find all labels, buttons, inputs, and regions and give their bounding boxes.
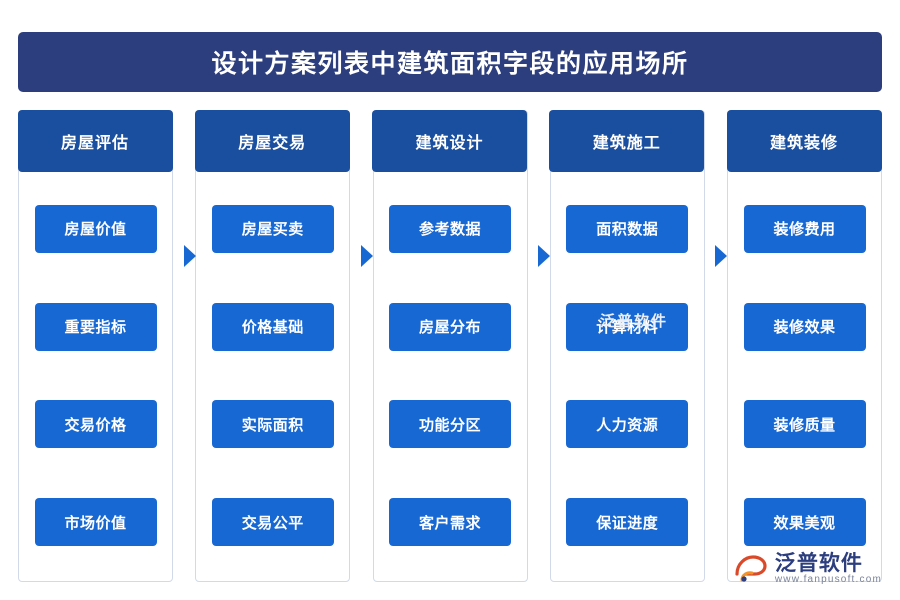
column-4-items: 面积数据 计算材料 人力资源 保证进度	[551, 172, 704, 581]
column-2-header-label: 房屋交易	[238, 135, 307, 152]
columns-container: 房屋评估 房屋价值 重要指标 交易价格 市场价值 房屋交易 房屋买卖 价格基础 …	[17, 110, 882, 582]
item-label: 交易公平	[241, 514, 304, 532]
column-5-header-label: 建筑装修	[769, 135, 838, 152]
item-label: 价格基础	[241, 319, 304, 337]
item-box: 计算材料	[566, 302, 689, 351]
arrow-right-icon	[538, 245, 550, 267]
item-box: 重要指标	[34, 302, 157, 351]
logo-name-en: www.fanpusoft.com	[774, 573, 882, 585]
item-label: 参考数据	[418, 221, 481, 239]
column-1-header-label: 房屋评估	[60, 135, 129, 152]
column-5-items: 装修费用 装修效果 装修质量 效果美观	[728, 172, 881, 581]
column-1: 房屋评估 房屋价值 重要指标 交易价格 市场价值	[17, 110, 173, 582]
arrow-right-icon	[715, 245, 727, 267]
brand-logo: 泛普软件 www.fanpusoft.com	[734, 552, 882, 586]
item-label: 装修质量	[773, 416, 836, 434]
item-box: 功能分区	[389, 400, 511, 449]
item-box: 市场价值	[34, 498, 157, 547]
column-2-header: 房屋交易	[194, 110, 350, 172]
logo-mark-icon	[734, 552, 768, 586]
item-label: 重要指标	[64, 319, 127, 337]
column-4-header-label: 建筑施工	[592, 135, 661, 152]
column-1-items: 房屋价值 重要指标 交易价格 市场价值	[19, 172, 172, 581]
item-label: 实际面积	[241, 416, 304, 434]
logo-name-cn: 泛普软件	[774, 551, 863, 575]
item-label: 人力资源	[596, 416, 659, 434]
item-box: 房屋分布	[389, 302, 511, 351]
column-3-items: 参考数据 房屋分布 功能分区 客户需求	[374, 172, 527, 581]
item-label: 房屋买卖	[241, 221, 304, 239]
item-box: 装修费用	[743, 204, 866, 253]
item-box: 交易价格	[34, 400, 157, 449]
item-label: 客户需求	[418, 514, 481, 532]
column-5: 建筑装修 装修费用 装修效果 装修质量 效果美观	[726, 110, 882, 582]
column-2: 房屋交易 房屋买卖 价格基础 实际面积 交易公平	[194, 110, 351, 582]
arrow-right-icon	[184, 245, 196, 267]
item-box: 装修质量	[743, 400, 866, 449]
item-label: 市场价值	[64, 514, 127, 532]
column-1-header: 房屋评估	[17, 110, 173, 172]
column-2-items: 房屋买卖 价格基础 实际面积 交易公平	[196, 172, 349, 581]
item-box: 房屋买卖	[211, 204, 334, 253]
item-label: 房屋价值	[64, 221, 127, 239]
column-4: 建筑施工 面积数据 计算材料 人力资源 保证进度	[549, 110, 705, 582]
item-box: 房屋价值	[34, 204, 157, 253]
column-3-header-label: 建筑设计	[415, 135, 484, 152]
logo-text: 泛普软件 www.fanpusoft.com	[774, 551, 882, 586]
column-3: 建筑设计 参考数据 房屋分布 功能分区 客户需求	[372, 110, 528, 582]
item-label: 面积数据	[596, 221, 659, 239]
item-box: 实际面积	[211, 400, 334, 449]
item-box: 参考数据	[389, 204, 511, 253]
arrow-right-icon	[361, 245, 373, 267]
item-box: 效果美观	[743, 498, 866, 547]
item-box: 客户需求	[389, 498, 511, 547]
item-label: 功能分区	[418, 416, 481, 434]
item-box: 面积数据	[566, 204, 689, 253]
column-5-header: 建筑装修	[726, 110, 882, 172]
title-banner: 设计方案列表中建筑面积字段的应用场所	[18, 32, 882, 92]
item-label: 保证进度	[596, 514, 659, 532]
item-box: 价格基础	[211, 302, 334, 351]
item-box: 保证进度	[566, 498, 689, 547]
item-label: 效果美观	[773, 514, 836, 532]
page-title: 设计方案列表中建筑面积字段的应用场所	[211, 50, 689, 78]
item-label: 交易价格	[64, 416, 127, 434]
item-label: 装修效果	[773, 319, 836, 337]
item-label: 房屋分布	[418, 319, 481, 337]
column-4-header: 建筑施工	[549, 110, 705, 172]
item-label: 装修费用	[773, 221, 836, 239]
item-box: 人力资源	[566, 400, 689, 449]
item-label: 计算材料	[596, 319, 659, 337]
column-3-header: 建筑设计	[372, 110, 527, 172]
item-box: 装修效果	[743, 302, 866, 351]
item-box: 交易公平	[211, 498, 334, 547]
